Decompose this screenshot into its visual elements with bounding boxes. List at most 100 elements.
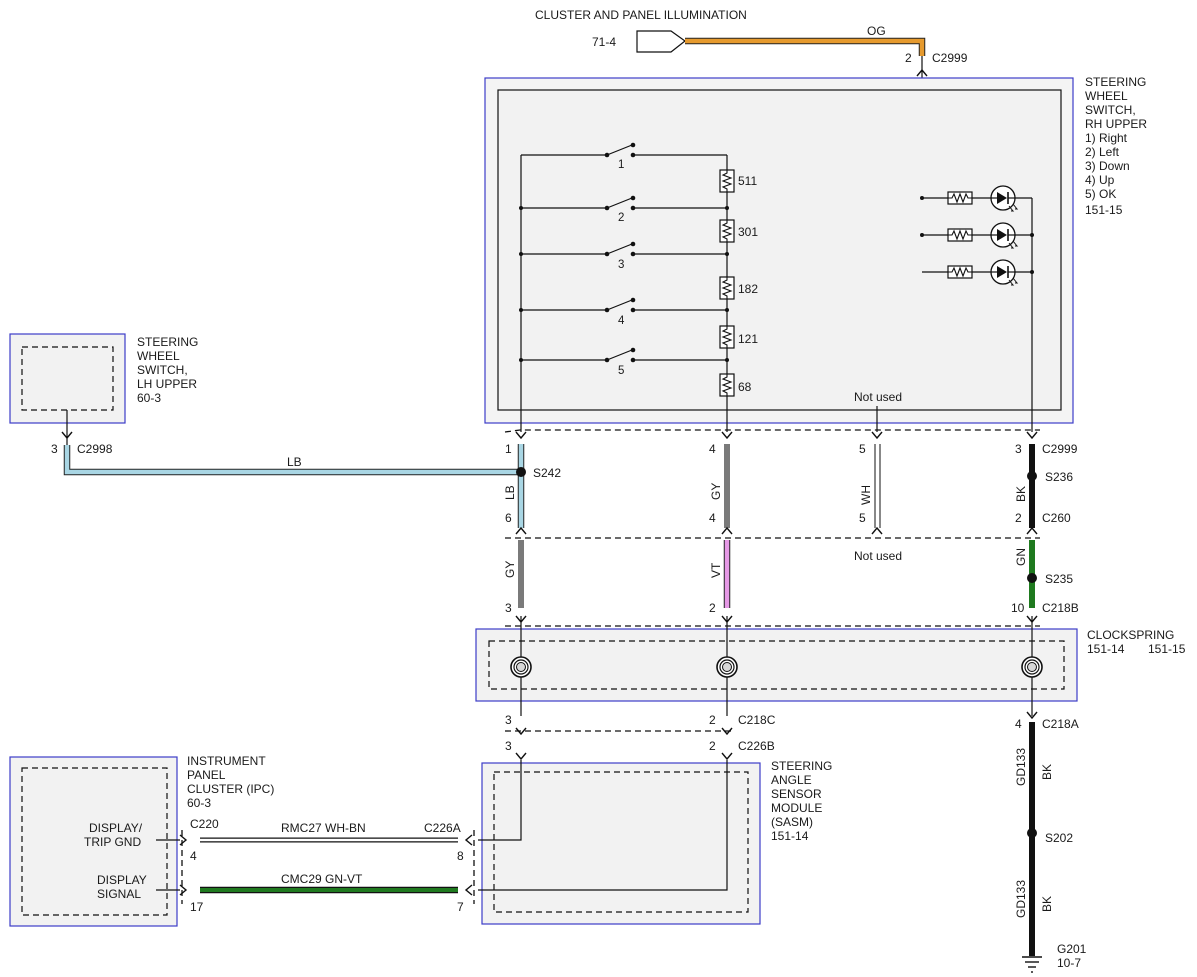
svg-text:GY: GY: [709, 483, 723, 500]
resistor-values: 511 301 182 121 68: [738, 174, 758, 394]
svg-text:GN: GN: [1014, 548, 1028, 566]
svg-text:WH: WH: [859, 485, 873, 505]
lb-wire: [64, 445, 521, 475]
lh-wire-color: LB: [287, 455, 302, 469]
svg-text:2: 2: [1015, 511, 1022, 525]
not-used-lower: Not used: [854, 549, 902, 563]
svg-text:STEERING: STEERING: [137, 335, 198, 349]
clockspring-label: CLOCKSPRING: [1087, 628, 1174, 642]
svg-text:TRIP GND: TRIP GND: [84, 835, 141, 849]
svg-text:INSTRUMENT: INSTRUMENT: [187, 754, 266, 768]
c226a-pin-8: 8: [457, 849, 464, 863]
svg-text:3: 3: [618, 259, 624, 271]
s202-label: S202: [1045, 831, 1073, 845]
sasm-label: STEERING ANGLE SENSOR MODULE (SASM) 151-…: [771, 759, 832, 843]
c218a-pin: 4: [1015, 717, 1022, 731]
svg-text:10: 10: [1011, 601, 1025, 615]
bk-label-2: BK: [1040, 896, 1054, 912]
svg-text:SWITCH,: SWITCH,: [1085, 103, 1136, 117]
svg-text:60-3: 60-3: [137, 391, 161, 405]
svg-text:1) Right: 1) Right: [1085, 131, 1128, 145]
rmc27-label: RMC27 WH-BN: [281, 821, 366, 835]
clockspring-ref-1: 151-14: [1087, 642, 1125, 656]
rh-switch-inner-box: [497, 89, 1062, 411]
svg-text:151-15: 151-15: [1085, 203, 1123, 217]
svg-text:5: 5: [859, 442, 866, 456]
not-used-upper: Not used: [854, 390, 902, 404]
svg-text:STEERING: STEERING: [1085, 75, 1146, 89]
svg-text:2: 2: [709, 739, 716, 753]
svg-text:3) Down: 3) Down: [1085, 159, 1130, 173]
svg-text:182: 182: [738, 282, 758, 296]
rh-switch-label: STEERING WHEEL SWITCH, RH UPPER 1) Right…: [1085, 75, 1147, 217]
svg-text:C260: C260: [1042, 511, 1071, 525]
ipc-row2: DISPLAY SIGNAL: [97, 873, 147, 901]
svg-text:5: 5: [618, 365, 624, 377]
svg-text:WHEEL: WHEEL: [137, 349, 180, 363]
svg-text:3: 3: [505, 713, 512, 727]
lower-wires: [518, 540, 1035, 608]
c226a-pin-7: 7: [457, 900, 464, 914]
c2998-pin: 3: [51, 442, 58, 456]
svg-text:STEERING: STEERING: [771, 759, 832, 773]
og-label: OG: [867, 24, 886, 38]
clockspring-ref-2: 151-15: [1148, 642, 1186, 656]
c2999-top-label: C2999: [932, 51, 968, 65]
svg-text:LB: LB: [503, 485, 517, 500]
c218b-pins: 3 2 10 C218B: [505, 601, 1079, 615]
svg-text:GY: GY: [503, 561, 517, 578]
ground-label: G201: [1057, 942, 1087, 956]
led-resistor-1: [947, 191, 973, 205]
svg-text:2: 2: [709, 601, 716, 615]
c2999-connector-line: [504, 429, 1040, 433]
svg-text:4: 4: [709, 442, 716, 456]
c2998-label: C2998: [77, 442, 113, 456]
upper-wire-colors: LB GY WH BK: [503, 483, 1028, 505]
svg-text:5: 5: [859, 511, 866, 525]
svg-text:LH UPPER: LH UPPER: [137, 377, 197, 391]
svg-text:1: 1: [505, 442, 512, 456]
cmc29-label: CMC29 GN-VT: [281, 872, 363, 886]
clockspring-coil-2-icon: [716, 656, 738, 678]
svg-text:DISPLAY: DISPLAY: [97, 873, 147, 887]
lh-switch-box: [9, 333, 126, 424]
svg-text:511: 511: [738, 174, 757, 188]
svg-text:301: 301: [738, 225, 758, 239]
svg-text:2) Left: 2) Left: [1085, 145, 1120, 159]
svg-text:SIGNAL: SIGNAL: [97, 887, 141, 901]
c226b-pins: 3 2 C226B: [505, 739, 775, 753]
svg-text:2: 2: [618, 212, 624, 224]
svg-text:6: 6: [505, 511, 512, 525]
c260-pins: 6 4 5 2 C260: [505, 511, 1071, 525]
svg-text:3: 3: [505, 739, 512, 753]
svg-text:DISPLAY/: DISPLAY/: [89, 821, 143, 835]
svg-text:C226B: C226B: [738, 739, 775, 753]
bk-label-1: BK: [1040, 764, 1054, 780]
s235-splice: [1027, 573, 1037, 583]
s236-label: S236: [1045, 470, 1073, 484]
svg-text:4: 4: [709, 511, 716, 525]
switch-numbers: 1 2 3 4 5: [618, 159, 625, 377]
c220-label: C220: [190, 817, 219, 831]
svg-text:4: 4: [618, 315, 625, 327]
svg-text:PANEL: PANEL: [187, 768, 226, 782]
switch-ladder: [520, 144, 728, 432]
svg-text:151-14: 151-14: [771, 829, 809, 843]
svg-text:SWITCH,: SWITCH,: [137, 363, 188, 377]
og-wire: [685, 38, 925, 56]
svg-text:C218C: C218C: [738, 713, 776, 727]
sasm-box: [481, 762, 761, 925]
c218c-pins: 3 2 C218C: [505, 713, 776, 727]
svg-text:VT: VT: [709, 562, 723, 578]
s235-label: S235: [1045, 572, 1073, 586]
clockspring-box: [475, 628, 1078, 702]
clockspring-coil-1-icon: [510, 656, 532, 678]
svg-text:121: 121: [738, 332, 758, 346]
svg-text:60-3: 60-3: [187, 796, 211, 810]
c226a-label: C226A: [424, 821, 461, 835]
svg-text:(SASM): (SASM): [771, 815, 813, 829]
s242-label: S242: [533, 466, 561, 480]
c218a-label: C218A: [1042, 717, 1079, 731]
